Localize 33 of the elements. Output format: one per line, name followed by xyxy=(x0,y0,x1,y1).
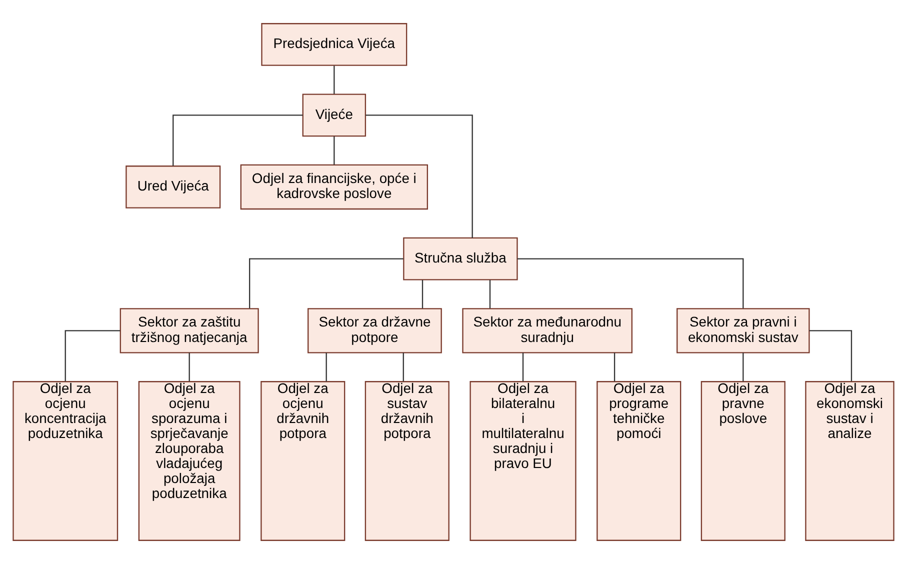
node-box: Sektor za međunarodnu suradnju xyxy=(462,308,632,354)
node-box: Odjel za programe tehničke pomoći xyxy=(596,381,682,541)
connector xyxy=(809,330,852,382)
connector xyxy=(334,136,335,165)
connector xyxy=(172,114,303,166)
connector xyxy=(422,280,424,308)
node-box: Predsjednica Vijeća xyxy=(261,23,408,66)
node-box: Odjel za ocjenu sporazuma i sprječavanje zlouporaba vladajućeg položaja poduzetnika xyxy=(138,381,240,541)
node-box: Vijeće xyxy=(302,94,366,137)
connector xyxy=(366,114,473,238)
node-box: Odjel za ocjenu državnih potpora xyxy=(260,381,346,541)
node-box: Odjel za sustav državnih potpora xyxy=(364,381,450,541)
connector xyxy=(489,280,491,308)
connector xyxy=(522,352,524,382)
node-box: Odjel za financijske, opće i kadrovske poslove xyxy=(240,164,428,210)
connector xyxy=(249,258,404,308)
connector xyxy=(614,352,616,382)
node-box: Odjel za pravne poslove xyxy=(700,381,786,541)
node-box: Sektor za državne potpore xyxy=(308,308,442,354)
connector xyxy=(188,352,190,382)
node-box: Sektor za zaštitu tržišnog natjecanja xyxy=(120,308,259,354)
connector xyxy=(402,352,404,382)
connector xyxy=(326,352,327,382)
node-box: Odjel za ekonomski sustav i analize xyxy=(805,381,894,541)
connector xyxy=(334,66,335,94)
node-box: Ured Vijeća xyxy=(126,166,221,208)
connector xyxy=(64,330,120,382)
connector xyxy=(517,258,744,308)
node-box: Sektor za pravni i ekonomski sustav xyxy=(676,308,810,354)
connector xyxy=(742,352,744,382)
node-box: Odjel za bilateralnu i multilateralnu suradnju i pravo EU xyxy=(470,381,576,541)
node-box: Stručna služba xyxy=(403,237,518,280)
node-box: Odjel za ocjenu koncentracija poduzetnika xyxy=(12,381,118,541)
